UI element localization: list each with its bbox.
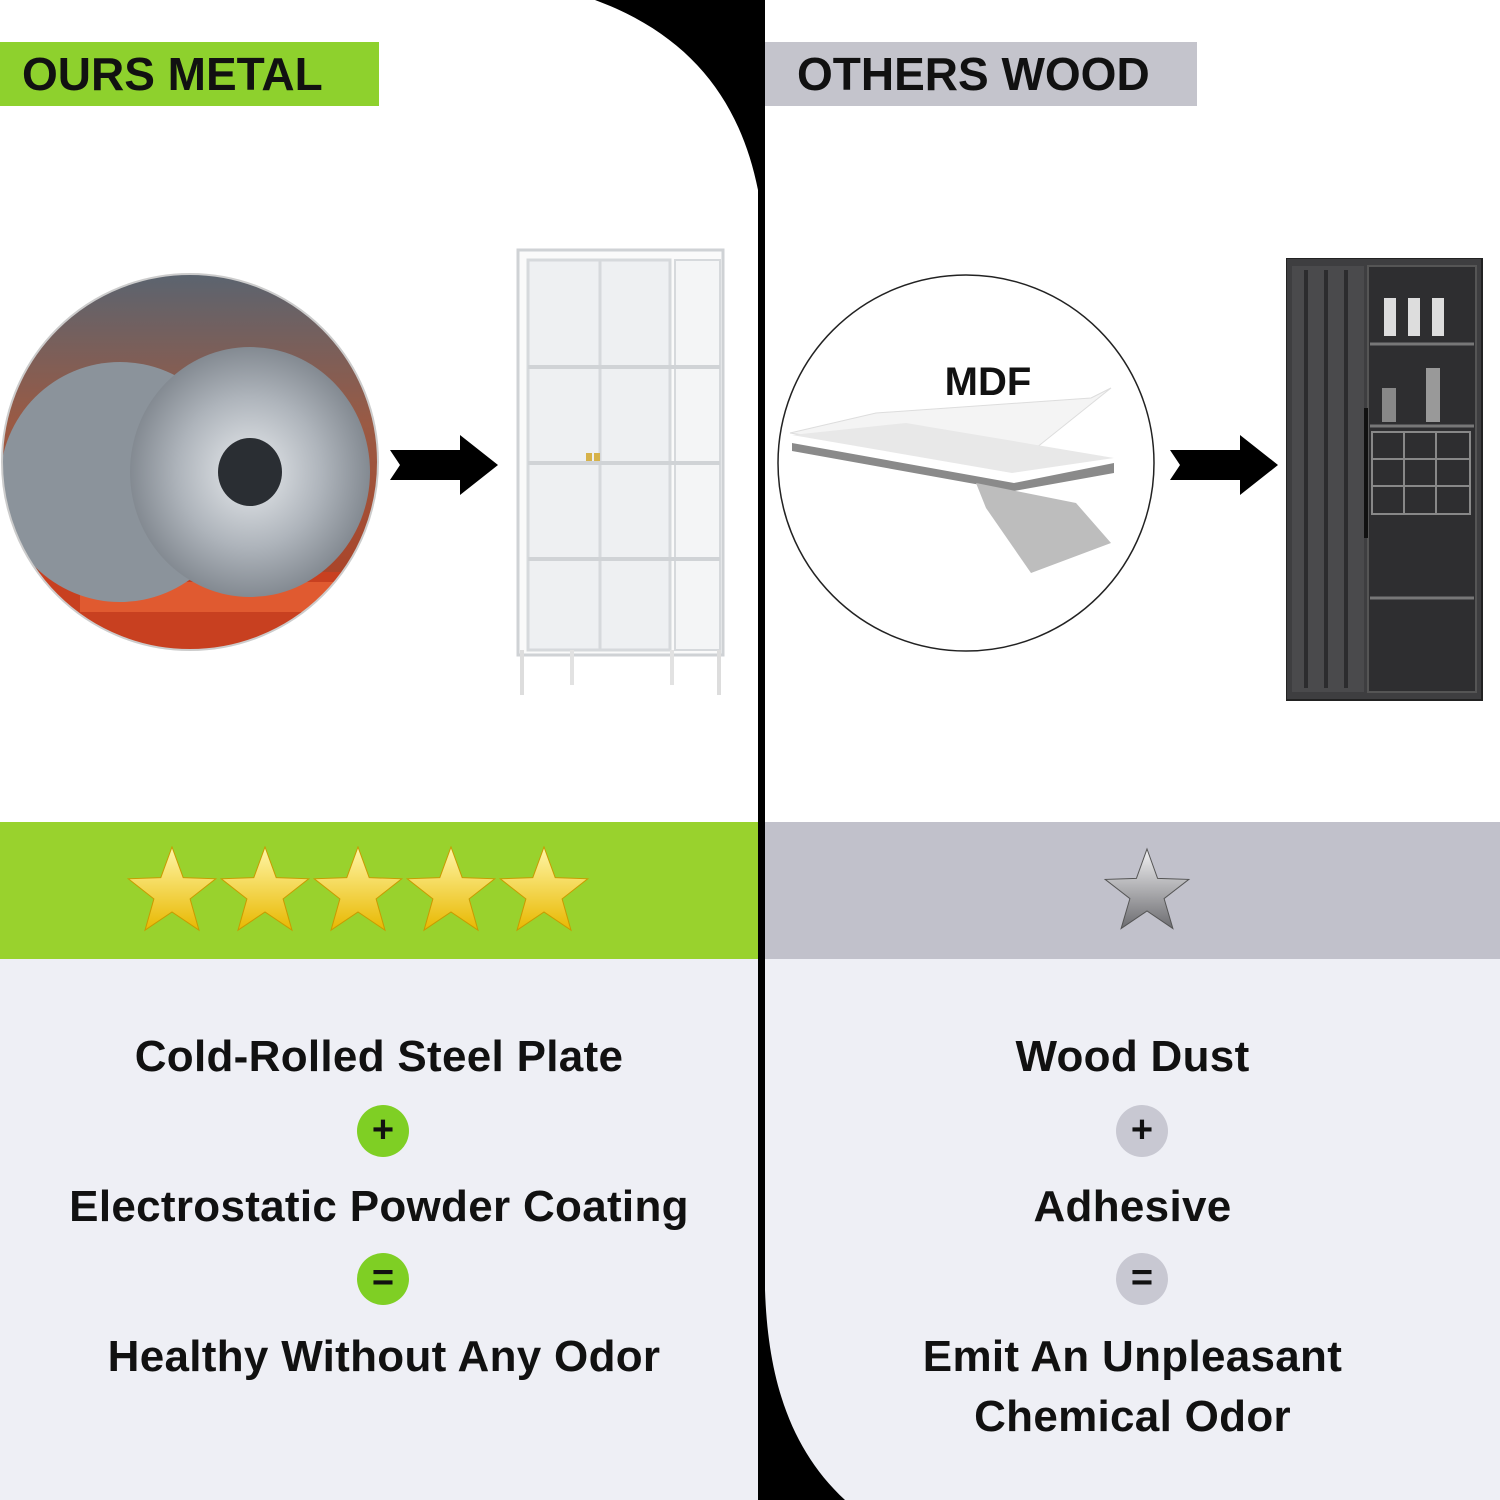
equals-icon: = — [1116, 1253, 1168, 1305]
others-result-line1: Emit An Unpleasant — [922, 1332, 1343, 1381]
ours-star-rating — [126, 846, 590, 932]
metal-cabinet-image — [516, 248, 725, 695]
plus-icon: + — [1116, 1105, 1168, 1157]
gold-star-icon — [498, 846, 590, 932]
mdf-label: MDF — [945, 360, 1032, 404]
divider-curve — [758, 959, 845, 1500]
others-feature-2: Adhesive — [1033, 1182, 1232, 1231]
others-result-line2: Chemical Odor — [974, 1392, 1291, 1441]
ours-feature-2: Electrostatic Powder Coating — [69, 1182, 689, 1231]
arrow-right-icon — [390, 435, 498, 495]
others-feature-1: Wood Dust — [1015, 1032, 1250, 1081]
wood-cabinet-image — [1286, 258, 1483, 701]
others-wood-tag: OTHERS WOOD — [765, 42, 1197, 106]
ours-metal-tag: OURS METAL — [0, 42, 379, 106]
gold-star-icon — [312, 846, 404, 932]
gold-star-icon — [219, 846, 311, 932]
ours-feature-1: Cold-Rolled Steel Plate — [134, 1032, 624, 1081]
equals-icon: = — [357, 1253, 409, 1305]
gold-star-icon — [126, 846, 218, 932]
gold-star-icon — [405, 846, 497, 932]
mdf-board-image: MDF — [777, 274, 1155, 652]
ours-result: Healthy Without Any Odor — [107, 1332, 661, 1381]
steel-coil-image — [1, 273, 379, 651]
others-star-rating — [1103, 847, 1191, 930]
divider-line — [758, 0, 765, 959]
plus-icon: + — [357, 1105, 409, 1157]
silver-star-icon — [1103, 847, 1191, 930]
others-formula-panel: Wood Dust + Adhesive = Emit An Unpleasan… — [765, 959, 1500, 1500]
arrow-right-icon — [1170, 435, 1278, 495]
ours-formula-panel: Cold-Rolled Steel Plate + Electrostatic … — [0, 959, 758, 1500]
